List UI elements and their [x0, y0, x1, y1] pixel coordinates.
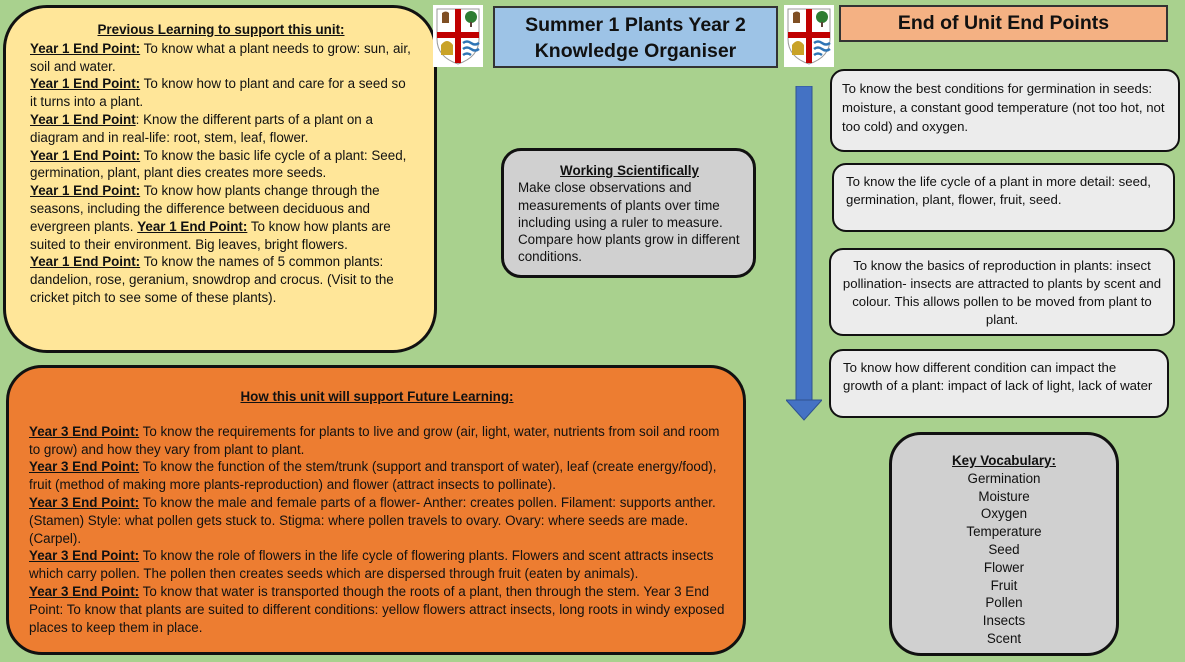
page-title: Summer 1 Plants Year 2 Knowledge Organis…	[493, 6, 778, 68]
previous-item: Year 1 End Point: To know how to plant a…	[30, 76, 406, 110]
future-item: Year 3 End Point: To know the male and f…	[29, 494, 716, 546]
previous-learning-box: Previous Learning to support this unit: …	[3, 5, 437, 353]
vocab-word: Temperature	[966, 524, 1042, 540]
future-item: Year 3 End Point: To know the function o…	[29, 459, 717, 493]
key-vocabulary-box: Key Vocabulary: Germination Moisture Oxy…	[889, 432, 1119, 656]
previous-item: Year 1 End Point: Know the different par…	[30, 111, 373, 145]
school-crest-icon	[784, 5, 834, 67]
key-vocabulary-heading: Key Vocabulary:	[952, 453, 1056, 468]
school-crest-icon	[433, 5, 483, 67]
vocab-word: Seed	[988, 541, 1020, 557]
end-point-box: To know how different condition can impa…	[829, 349, 1169, 418]
end-point-box: To know the best conditions for germinat…	[830, 69, 1180, 152]
vocab-word: Pollen	[985, 595, 1023, 611]
vocab-word: Insects	[982, 613, 1026, 629]
vocab-word: Germination	[967, 470, 1041, 486]
vocab-word: Fruit	[990, 577, 1018, 593]
vocab-word: Scent	[986, 630, 1022, 646]
previous-item: Year 1 End Point: To know what a plant n…	[30, 40, 411, 74]
end-points-title: End of Unit End Points	[839, 5, 1168, 42]
working-scientifically-text: Make close observations and measurements…	[518, 180, 740, 265]
previous-item: Year 1 End Point: To know the basic life…	[30, 147, 407, 181]
future-learning-heading: How this unit will support Future Learni…	[240, 389, 514, 404]
working-scientifically-heading: Working Scientifically	[560, 163, 699, 178]
end-point-box: To know the life cycle of a plant in mor…	[832, 163, 1175, 232]
previous-item: Year 1 End Point: To know how plants cha…	[30, 183, 391, 252]
future-learning-box: How this unit will support Future Learni…	[6, 365, 746, 655]
future-item: Year 3 End Point: To know the role of fl…	[29, 548, 714, 582]
vocab-word: Oxygen	[980, 506, 1028, 522]
previous-learning-list: Year 1 End Point: To know what a plant n…	[30, 40, 412, 307]
previous-item: Year 1 End Point: To know the names of 5…	[30, 254, 394, 305]
previous-learning-heading: Previous Learning to support this unit:	[97, 22, 345, 37]
vocab-word: Flower	[983, 559, 1025, 575]
working-scientifically-box: Working Scientifically Make close observ…	[501, 148, 756, 278]
vocab-word: Moisture	[978, 488, 1030, 504]
future-item: Year 3 End Point: To know the requiremen…	[29, 423, 720, 457]
down-arrow-icon	[786, 86, 822, 421]
end-point-box: To know the basics of reproduction in pl…	[829, 248, 1175, 336]
future-item: Year 3 End Point: To know that water is …	[29, 583, 725, 635]
